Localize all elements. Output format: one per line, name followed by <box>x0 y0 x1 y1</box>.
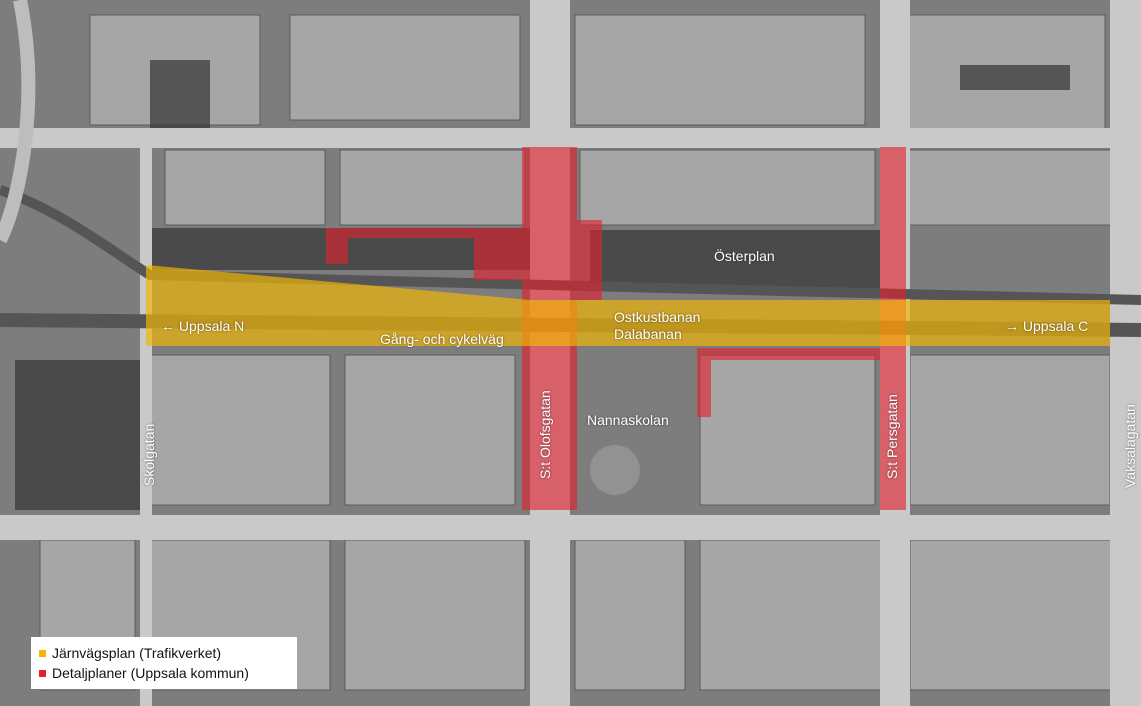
detail-plan-south-strip-end <box>697 360 711 417</box>
label-uppsala-n: ← Uppsala N <box>161 318 245 334</box>
label-st-persgatan: S:t Persgatan <box>884 394 900 479</box>
label-osterplan: Österplan <box>714 248 775 264</box>
legend-swatch-yellow <box>39 649 46 657</box>
label-uppsala-c: → Uppsala C <box>1005 318 1089 334</box>
railway-plan-area <box>146 265 1110 346</box>
detail-plan-south-strip <box>697 348 880 360</box>
map-legend: Järnvägsplan (Trafikverket) Detaljplaner… <box>31 637 297 689</box>
legend-swatch-red <box>39 669 46 677</box>
legend-label-detail-plans: Detaljplaner (Uppsala kommun) <box>52 665 249 681</box>
detail-plan-north-strip-end <box>326 238 348 264</box>
label-st-olofsgatan: S:t Olofsgatan <box>537 390 553 479</box>
detail-plan-north-strip <box>326 228 522 238</box>
legend-item-detail-plans: Detaljplaner (Uppsala kommun) <box>39 663 289 683</box>
label-ostkustbanan: Ostkustbanan <box>614 309 701 325</box>
detail-plan-east-block <box>577 220 602 300</box>
label-gang-och-cykelvag: Gång- och cykelväg <box>380 331 504 347</box>
label-skolgatan: Skolgatan <box>141 423 157 486</box>
legend-item-railway-plan: Järnvägsplan (Trafikverket) <box>39 643 289 663</box>
legend-label-railway-plan: Järnvägsplan (Trafikverket) <box>52 645 222 661</box>
label-nannaskolan: Nannaskolan <box>587 412 669 428</box>
label-vaksalagatan: Vaksalagatan <box>1122 404 1138 488</box>
label-dalabanan: Dalabanan <box>614 326 682 342</box>
detail-plan-west-block <box>474 238 522 280</box>
